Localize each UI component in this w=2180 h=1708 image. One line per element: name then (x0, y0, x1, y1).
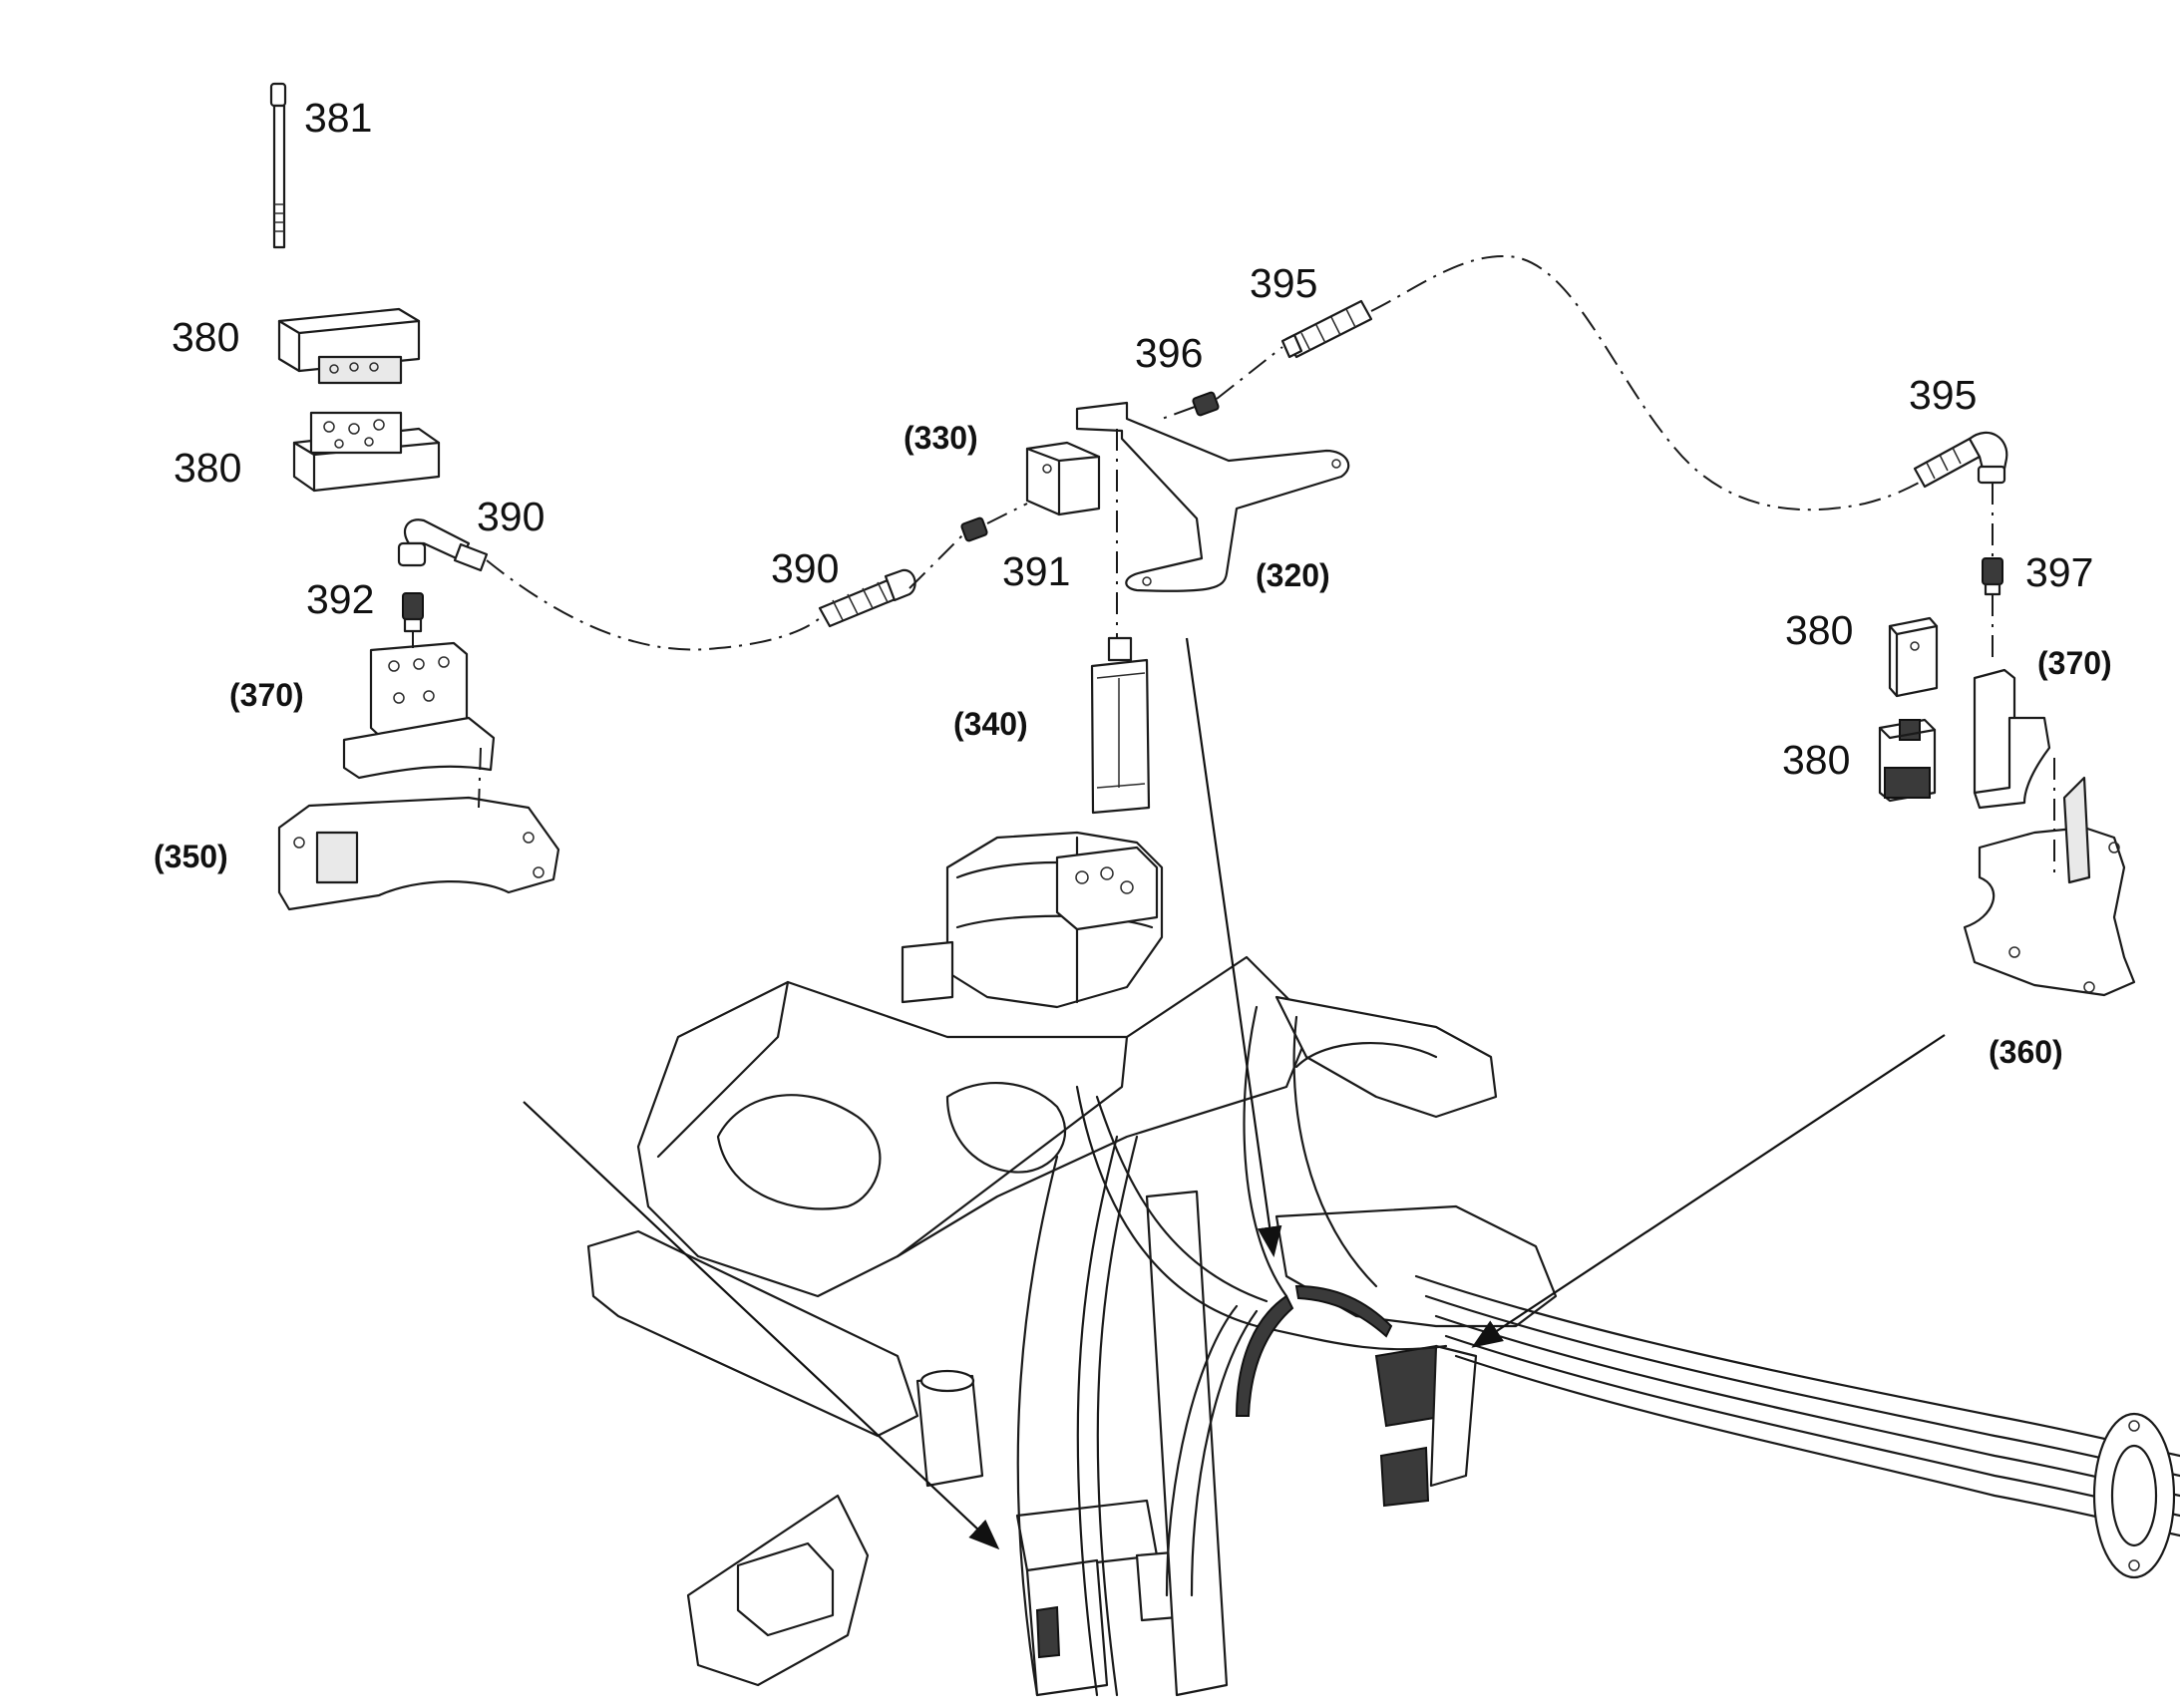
rotary-joint-340 (1090, 636, 1151, 815)
hose-bundle (1016, 1005, 2180, 1697)
label-320: (320) (1256, 557, 1330, 593)
label-396: 396 (1135, 330, 1203, 376)
fitting-390-mid (818, 568, 916, 628)
label-360: (360) (1989, 1034, 2063, 1070)
pointer-arrow-360 (1471, 1034, 1946, 1348)
label-397: 397 (2025, 549, 2093, 595)
hose-fitting-395-top (1280, 299, 1373, 359)
label-381: 381 (304, 95, 372, 141)
adapter-396 (1192, 391, 1220, 417)
label-370-right: (370) (2037, 645, 2112, 681)
label-380-c: 380 (1785, 607, 1853, 653)
label-395-right: 395 (1909, 372, 1977, 418)
hose-path-left (486, 559, 821, 651)
plate-360 (1963, 776, 2136, 997)
elbow-fitting-395-right (1913, 431, 2008, 489)
adapter-391 (960, 516, 988, 542)
pointer-arrow-350 (523, 1101, 1000, 1550)
label-390-left: 390 (477, 494, 545, 539)
plate-350 (277, 796, 560, 911)
manifold-370-right (1973, 668, 2051, 810)
adapter-392 (402, 592, 424, 633)
valve-block-380-upper (277, 307, 421, 385)
label-391: 391 (1002, 548, 1070, 594)
manifold-370-left (342, 641, 496, 780)
block-330 (1025, 441, 1101, 516)
hose-path-mid (908, 503, 1028, 589)
label-380-a: 380 (172, 314, 239, 360)
label-370-left: (370) (229, 677, 304, 713)
pointer-arrow-320 (1185, 637, 1282, 1258)
valve-block-380-right-lower (1878, 718, 1937, 803)
valve-block-380-lower (292, 411, 441, 493)
machine-frame (586, 831, 1558, 1697)
label-395-top: 395 (1250, 260, 1317, 306)
elbow-fitting-390-left (397, 518, 489, 572)
bracket-320 (1075, 401, 1350, 592)
label-390-mid: 390 (771, 545, 839, 591)
label-380-b: 380 (174, 445, 241, 491)
label-380-d: 380 (1782, 737, 1850, 783)
adapter-397 (1982, 557, 2003, 596)
label-350: (350) (154, 839, 228, 874)
hose-path-top (1216, 254, 1946, 512)
valve-block-380-right-upper (1888, 616, 1939, 698)
bolt-381 (269, 82, 287, 249)
label-392: 392 (306, 576, 374, 622)
label-340: (340) (953, 706, 1028, 742)
label-330: (330) (904, 420, 978, 456)
